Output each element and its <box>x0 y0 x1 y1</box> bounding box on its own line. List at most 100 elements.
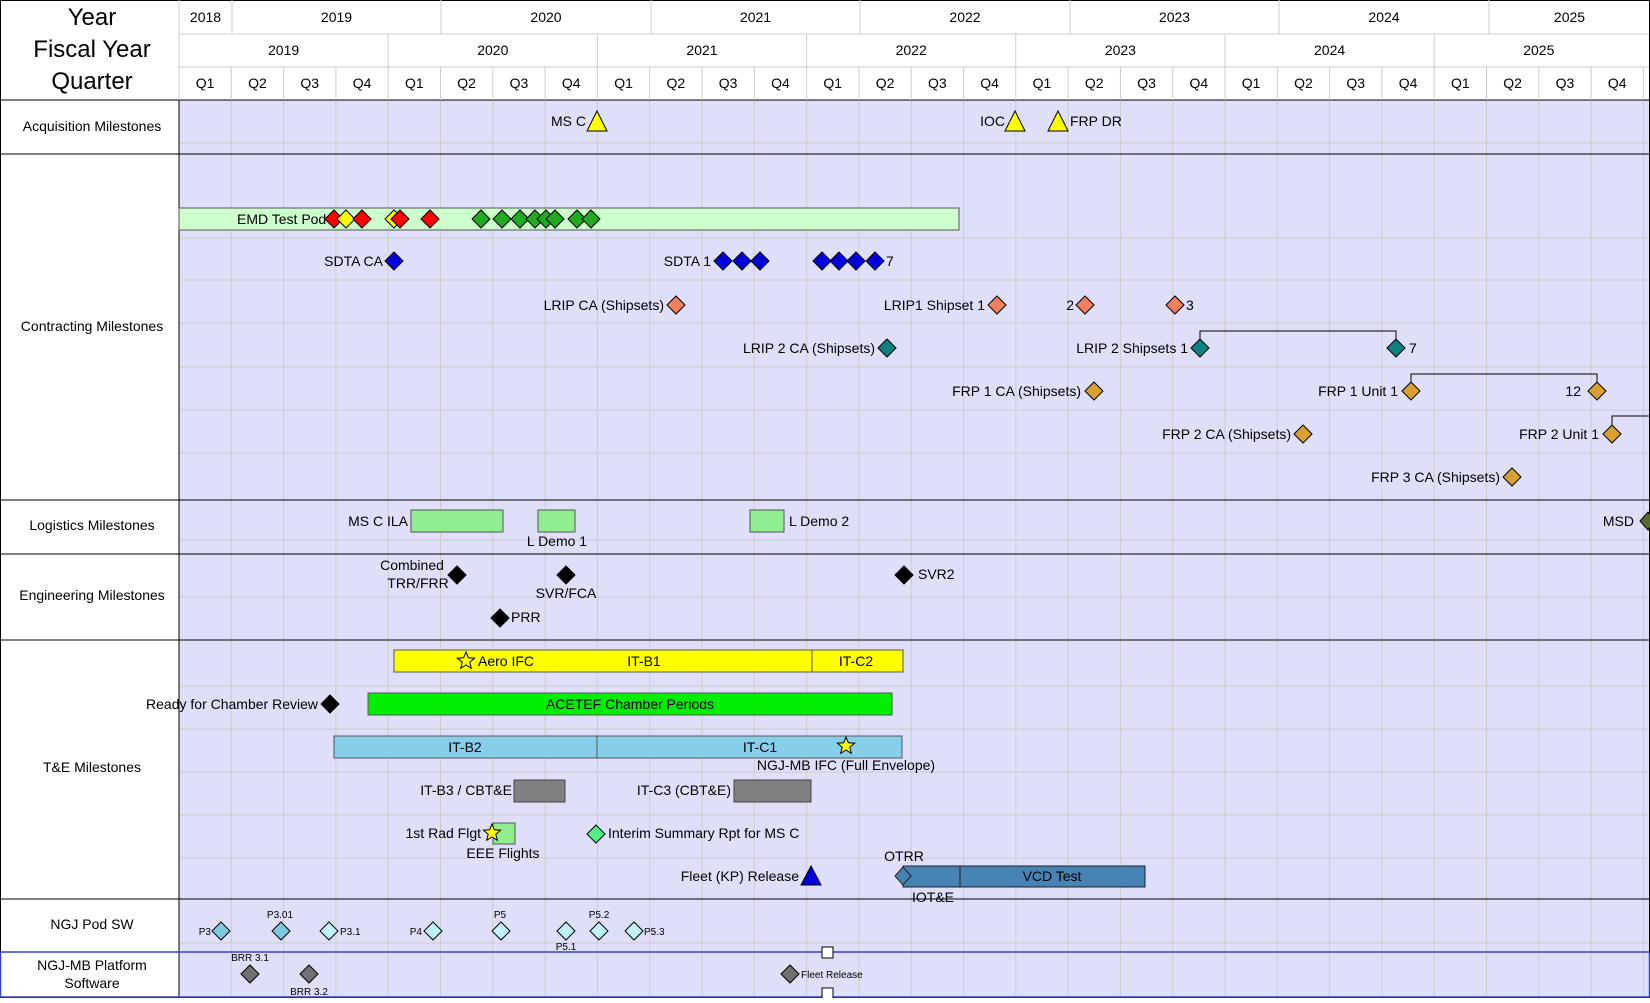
sdta-diamond <box>812 251 832 271</box>
frp1-diamonds <box>1084 381 1607 401</box>
quarter-cell: Q4 <box>562 75 581 91</box>
p4-label: P4 <box>410 927 423 938</box>
l-demo-1-label: L Demo 1 <box>527 533 587 549</box>
it-b3-bar <box>513 779 566 803</box>
frp1-unit-1-label: FRP 1 Unit 1 <box>1318 383 1398 399</box>
frp1-12-label: 12 <box>1565 383 1581 399</box>
row-label-contracting: Contracting Milestones <box>21 318 163 334</box>
frp2-unit-1-label: FRP 2 Unit 1 <box>1519 426 1599 442</box>
pod-sw-diamond <box>556 921 576 941</box>
row-label-acquisition: Acquisition Milestones <box>23 118 162 134</box>
contracting-milestones: EMD Test Pod SDTA CA SDTA 1 7 LRIP CA (S… <box>178 207 1650 487</box>
row-label-logistics: Logistics Milestones <box>29 517 154 533</box>
pod-sw-milestones: P3 P3.01 P3.1 P4 P5 P5.1 P5.2 P5.3 <box>199 910 665 953</box>
pod-sw-diamond <box>271 921 291 941</box>
quarter-cell: Q2 <box>1503 75 1522 91</box>
frp2-diamond <box>1602 424 1622 444</box>
quarter-cell: Q2 <box>457 75 476 91</box>
sdta-7-label: 7 <box>886 253 894 269</box>
emd-diamond <box>581 209 601 229</box>
quarter-cell: Q1 <box>196 75 215 91</box>
year-cell: 2025 <box>1554 9 1585 25</box>
vcd-test-label: VCD Test <box>1023 868 1082 884</box>
year-cell: 2019 <box>321 9 352 25</box>
quarter-cell: Q3 <box>719 75 738 91</box>
svr2-label: SVR2 <box>918 566 955 582</box>
lrip1-3-label: 3 <box>1186 297 1194 313</box>
acetef-bar <box>367 692 893 716</box>
quarter-cell: Q4 <box>980 75 999 91</box>
frp3-diamonds <box>1502 467 1522 487</box>
fiscal-year-header-label: Fiscal Year <box>33 36 150 63</box>
fleet-release-label: Fleet Release <box>801 970 863 981</box>
frp2-ca-label: FRP 2 CA (Shipsets) <box>1162 426 1291 442</box>
acetef-label: ACETEF Chamber Periods <box>546 696 714 712</box>
quarter-cell: Q4 <box>1190 75 1209 91</box>
quarter-cell: Q3 <box>1137 75 1156 91</box>
p301-label: P3.01 <box>267 910 294 921</box>
quarter-cell: Q1 <box>614 75 633 91</box>
fleet-release-diamond <box>780 964 800 984</box>
ms-c-label: MS C <box>551 113 586 129</box>
brr32-label: BRR 3.2 <box>290 987 328 998</box>
lrip2-7-label: 7 <box>1409 340 1417 356</box>
p52-label: P5.2 <box>589 910 610 921</box>
sdta-diamond <box>865 251 885 271</box>
emd-diamond <box>545 209 565 229</box>
lrip2-shipsets-1-label: LRIP 2 Shipsets 1 <box>1076 340 1188 356</box>
row-label-te: T&E Milestones <box>43 759 141 775</box>
year-cell: 2023 <box>1159 9 1190 25</box>
ioc-triangle <box>1004 109 1026 132</box>
platform-marker-bottom <box>821 987 834 1000</box>
quarter-cell: Q1 <box>823 75 842 91</box>
lrip2-diamond <box>877 338 897 358</box>
quarter-header-label: Quarter <box>51 68 132 95</box>
prr-label: PRR <box>511 609 541 625</box>
p5-label: P5 <box>494 910 507 921</box>
quarter-cell: Q4 <box>1399 75 1418 91</box>
quarter-cell: Q4 <box>353 75 372 91</box>
lrip2-diamonds <box>877 338 1406 358</box>
it-b1-bar <box>393 649 813 673</box>
first-rad-flgt-label: 1st Rad Flgt <box>406 825 482 841</box>
pod-sw-diamond <box>589 921 609 941</box>
fiscal-year-cell: 2023 <box>1105 42 1136 58</box>
msd-label: MSD <box>1603 513 1634 529</box>
sdta-diamond <box>829 251 849 271</box>
year-cell: 2018 <box>190 9 221 25</box>
sdta-1-label: SDTA 1 <box>664 253 711 269</box>
quarter-cell: Q3 <box>510 75 529 91</box>
ms-c-triangle <box>586 109 608 132</box>
engineering-milestones: Combined TRR/FRR SVR/FCA SVR2 PRR <box>380 557 955 628</box>
brr31-diamond <box>240 964 260 984</box>
fleet-kp-triangle <box>800 864 822 886</box>
lrip1-diamond <box>1075 295 1095 315</box>
it-c3-bar <box>733 779 812 803</box>
emd-diamond <box>336 209 356 229</box>
quarter-cell: Q4 <box>771 75 790 91</box>
emd-diamond <box>510 209 530 229</box>
brr31-label: BRR 3.1 <box>231 953 269 964</box>
quarter-cell: Q2 <box>1294 75 1313 91</box>
frp2-diamond <box>1293 424 1313 444</box>
year-cell: 2024 <box>1368 9 1399 25</box>
lrip-ca-label: LRIP CA (Shipsets) <box>544 297 664 313</box>
engineering-diamond <box>894 565 914 585</box>
otrr-label: OTRR <box>884 848 924 864</box>
row-label-platform-sw-line2: Software <box>64 975 119 991</box>
it-c2-label: IT-C2 <box>839 653 873 669</box>
platform-marker-top <box>821 946 834 959</box>
aero-ifc-label: Aero IFC <box>478 653 534 669</box>
year-header-label: Year <box>68 4 117 31</box>
row-label-pod-sw: NGJ Pod SW <box>50 916 134 932</box>
ngj-ifc-label: NGJ-MB IFC (Full Envelope) <box>757 757 935 773</box>
lrip2-ca-label: LRIP 2 CA (Shipsets) <box>743 340 875 356</box>
ioc-label: IOC <box>980 113 1005 129</box>
pod-sw-diamond <box>423 921 443 941</box>
ms-c-ila-label: MS C ILA <box>348 513 409 529</box>
fiscal-year-cell: 2019 <box>268 42 299 58</box>
l-demo-2-bar <box>749 509 785 533</box>
fleet-kp-release-label: Fleet (KP) Release <box>681 868 799 884</box>
lrip1-diamond <box>1165 295 1185 315</box>
l-demo-2-label: L Demo 2 <box>789 513 849 529</box>
